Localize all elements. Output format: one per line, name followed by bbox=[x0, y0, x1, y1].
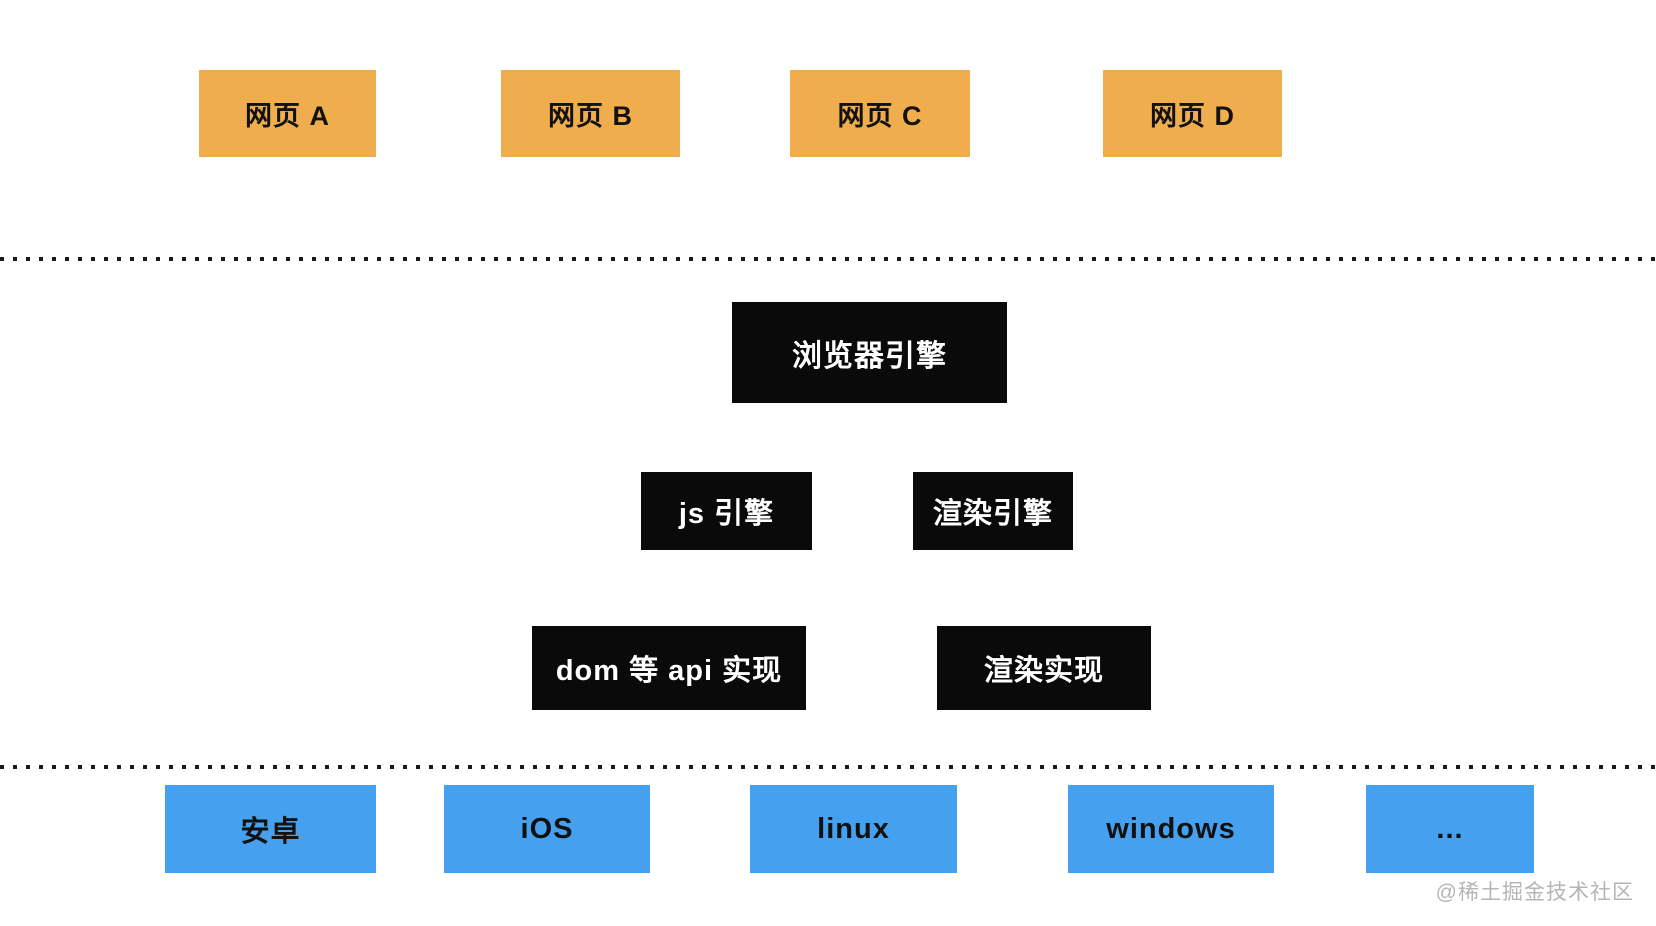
platform-windows-box: windows bbox=[1068, 785, 1274, 873]
js-engine-box: js 引擎 bbox=[641, 472, 812, 550]
platform-linux-box: linux bbox=[750, 785, 957, 873]
browser-engine-box: 浏览器引擎 bbox=[732, 302, 1007, 403]
webpage-b-box: 网页 B bbox=[501, 70, 680, 157]
platform-more-box: ... bbox=[1366, 785, 1534, 873]
separator-webpages-engines bbox=[0, 257, 1656, 261]
dom-api-impl-box: dom 等 api 实现 bbox=[532, 626, 806, 710]
juejin-watermark: @稀土掘金技术社区 bbox=[1435, 881, 1634, 904]
platform-android-box: 安卓 bbox=[165, 785, 376, 873]
render-engine-box: 渲染引擎 bbox=[913, 472, 1073, 550]
separator-engines-platforms bbox=[0, 765, 1656, 769]
webpage-d-box: 网页 D bbox=[1103, 70, 1282, 157]
platform-ios-box: iOS bbox=[444, 785, 650, 873]
render-impl-box: 渲染实现 bbox=[937, 626, 1151, 710]
webpage-a-box: 网页 A bbox=[199, 70, 376, 157]
webpage-c-box: 网页 C bbox=[790, 70, 970, 157]
